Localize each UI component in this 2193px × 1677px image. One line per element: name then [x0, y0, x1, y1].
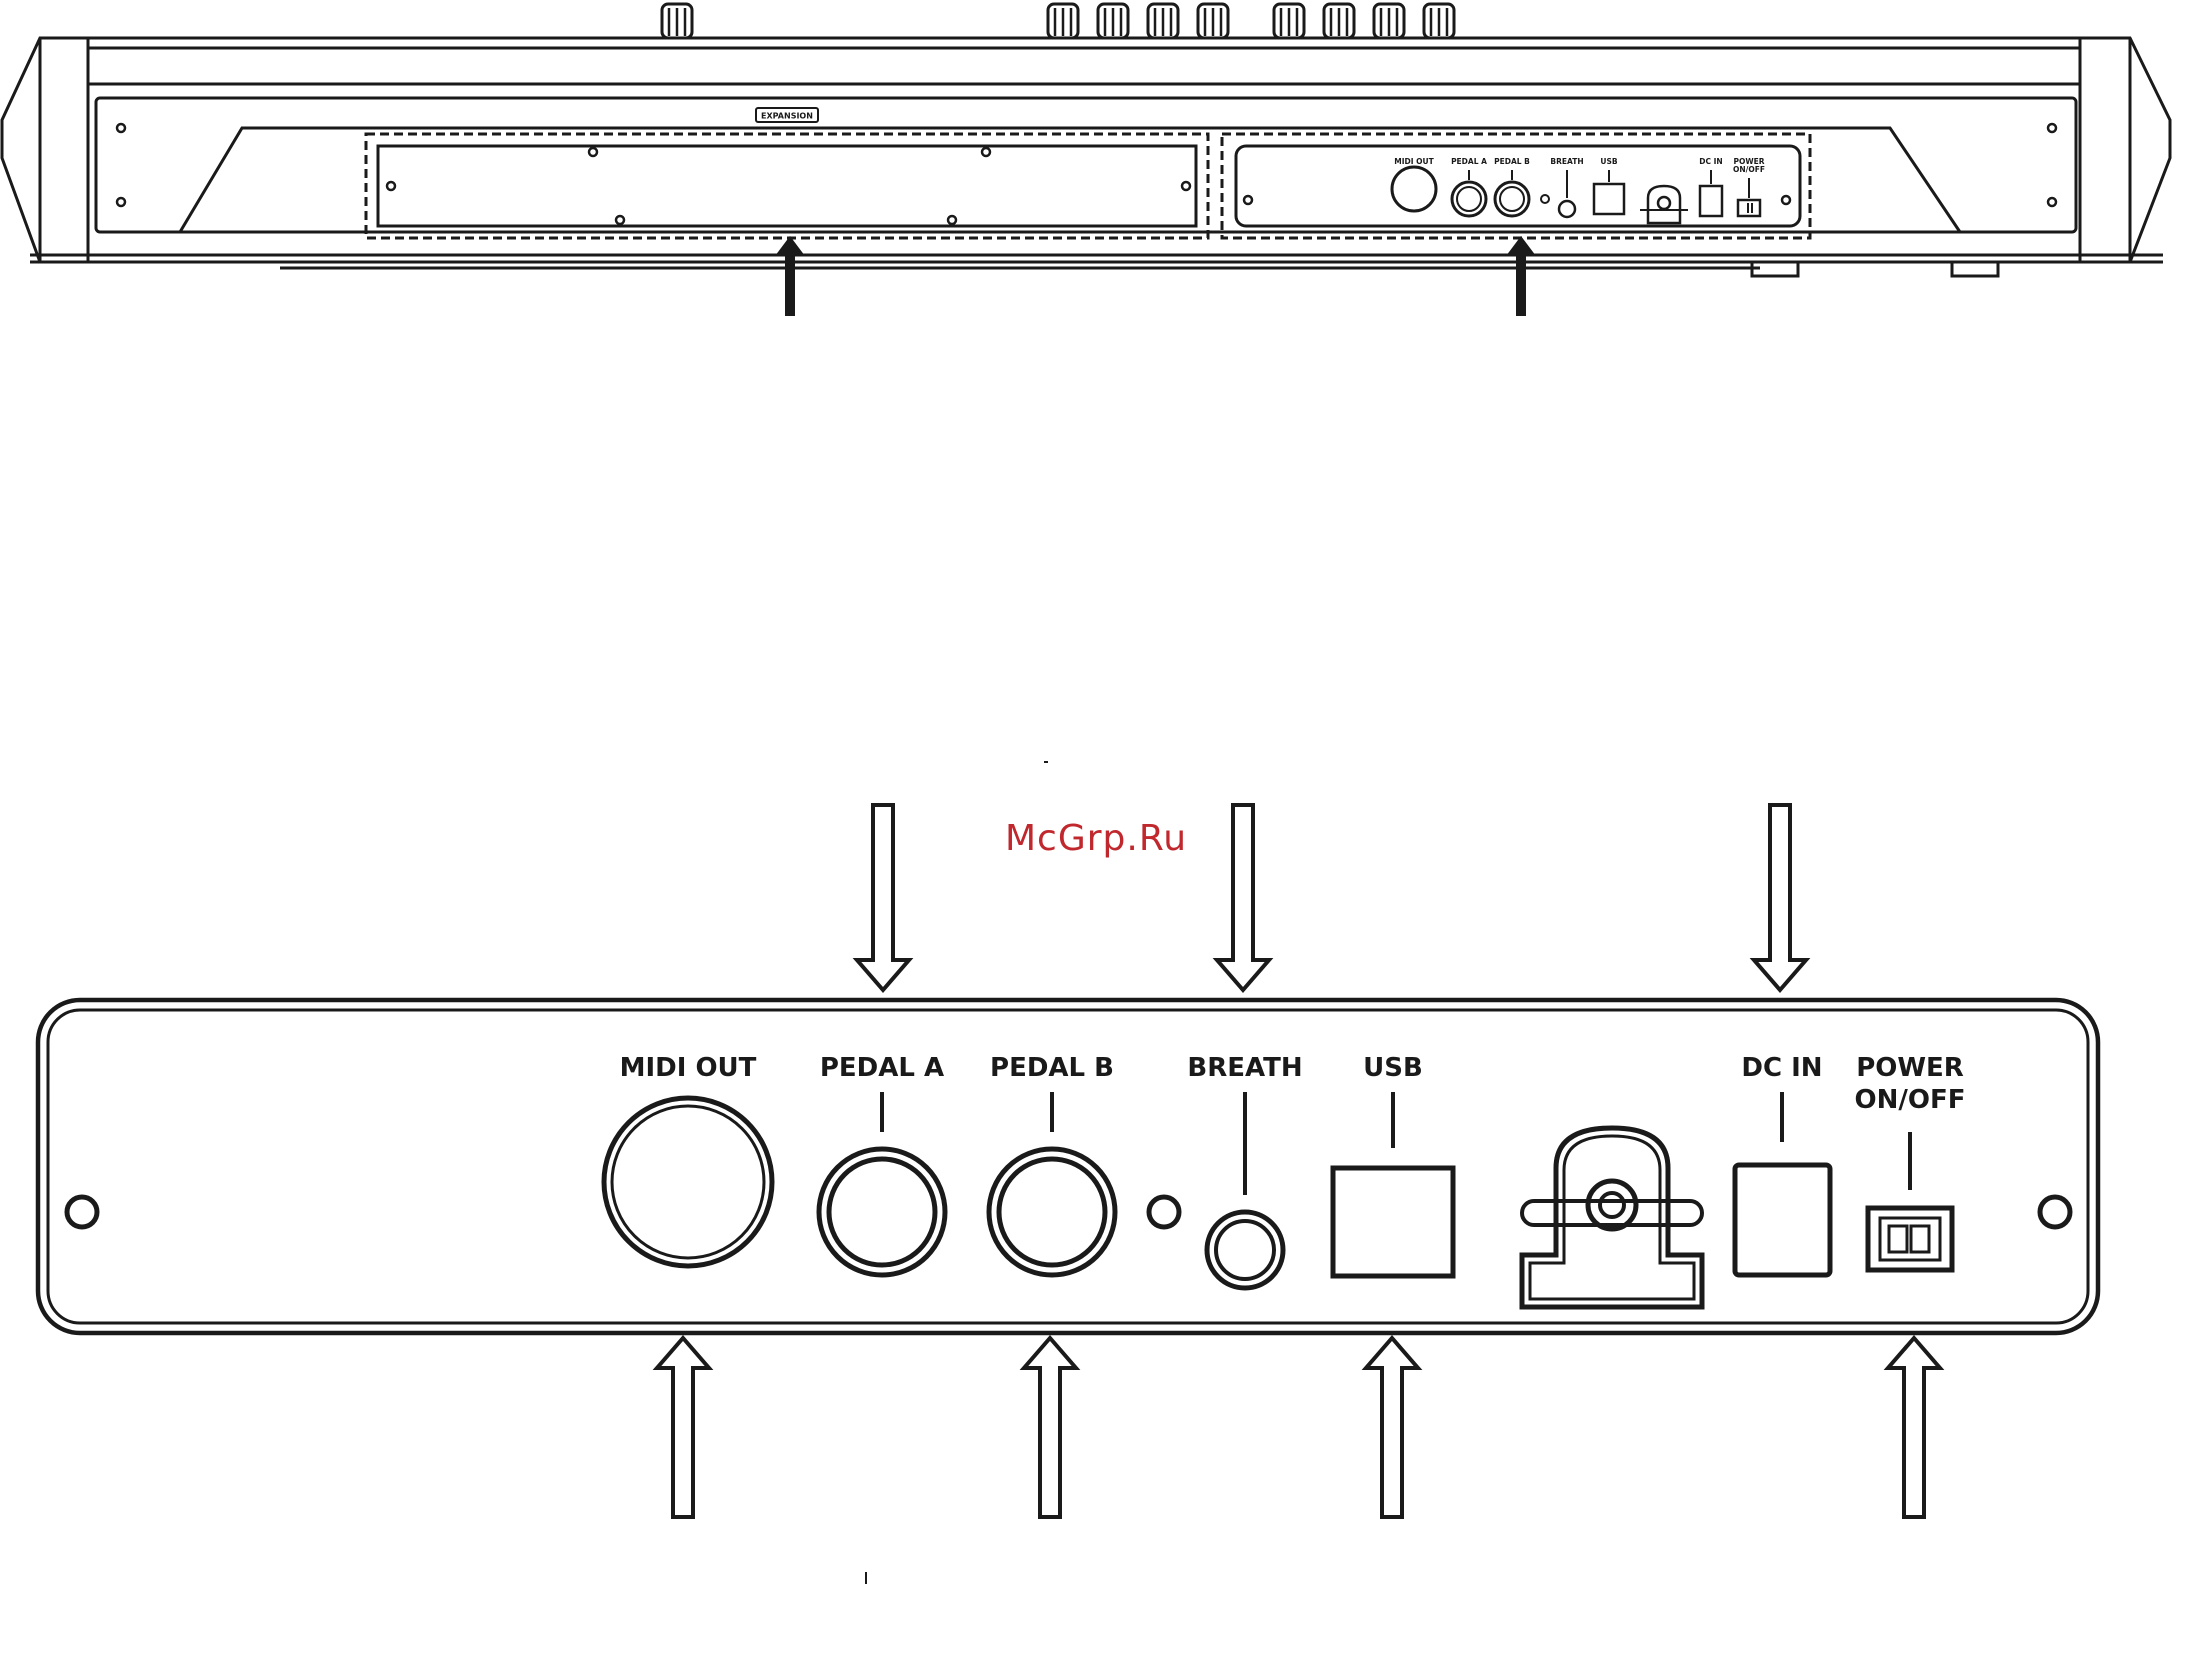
expansion-bay [366, 134, 1208, 238]
label-breath: BREATH [1187, 1053, 1302, 1083]
pedal-b-jack [989, 1092, 1115, 1275]
label-pedal-a: PEDAL A [820, 1053, 944, 1083]
arrow-to-expansion-bay [785, 252, 795, 316]
label-usb: USB [1363, 1053, 1423, 1083]
panel-screw-right [2040, 1197, 2070, 1227]
keyboard-chassis [2, 38, 2170, 276]
panel-screw-middle [1149, 1197, 1179, 1227]
callout-arrow-down [1217, 805, 1269, 990]
expansion-badge: EXPANSION [756, 108, 818, 122]
breath-jack [1207, 1092, 1283, 1288]
keyboard-rear-overview: EXPANSION [2, 4, 2170, 316]
connector-panel-detail: MIDI OUT PEDAL A PEDAL B BREATH USB DC I… [38, 1000, 2098, 1333]
dc-in-port [1735, 1092, 1830, 1275]
label-power: POWER [1856, 1053, 1964, 1083]
callout-arrow-up [1366, 1338, 1418, 1517]
callout-arrow-down [857, 805, 909, 990]
svg-text:BREATH: BREATH [1550, 157, 1583, 166]
svg-text:PEDAL A: PEDAL A [1451, 157, 1487, 166]
label-on-off: ON/OFF [1855, 1085, 1966, 1115]
callout-arrow-up [1888, 1338, 1940, 1517]
svg-text:ON/OFF: ON/OFF [1733, 165, 1765, 174]
knob-row [662, 4, 1454, 38]
overview-pointer-arrows [775, 236, 1536, 316]
midi-out-port [604, 1098, 772, 1266]
watermark-text: McGrp.Ru [1005, 818, 1187, 859]
svg-text:EXPANSION: EXPANSION [761, 112, 813, 121]
callout-arrows-bottom [657, 1338, 1940, 1517]
label-pedal-b: PEDAL B [990, 1053, 1114, 1083]
callout-arrows-top [857, 805, 1806, 990]
label-midi-out: MIDI OUT [620, 1053, 757, 1083]
arrow-to-connector-panel [1516, 252, 1526, 316]
callout-arrow-up [657, 1338, 709, 1517]
detail-labels: MIDI OUT PEDAL A PEDAL B BREATH USB DC I… [620, 1053, 1966, 1115]
pedal-a-jack [819, 1092, 945, 1275]
svg-text:DC IN: DC IN [1699, 157, 1722, 166]
label-dc-in: DC IN [1741, 1053, 1822, 1083]
svg-text:USB: USB [1600, 157, 1617, 166]
svg-text:PEDAL B: PEDAL B [1494, 157, 1530, 166]
panel-screw-left [67, 1197, 97, 1227]
callout-arrow-up [1024, 1338, 1076, 1517]
svg-text:MIDI OUT: MIDI OUT [1394, 157, 1434, 166]
power-switch [1868, 1132, 1952, 1270]
usb-port [1333, 1092, 1453, 1276]
callout-arrow-down [1754, 805, 1806, 990]
connector-panel-overview: MIDI OUT PEDAL A PEDAL B BREATH USB DC I… [1222, 134, 1810, 238]
cable-hook [1522, 1128, 1702, 1307]
